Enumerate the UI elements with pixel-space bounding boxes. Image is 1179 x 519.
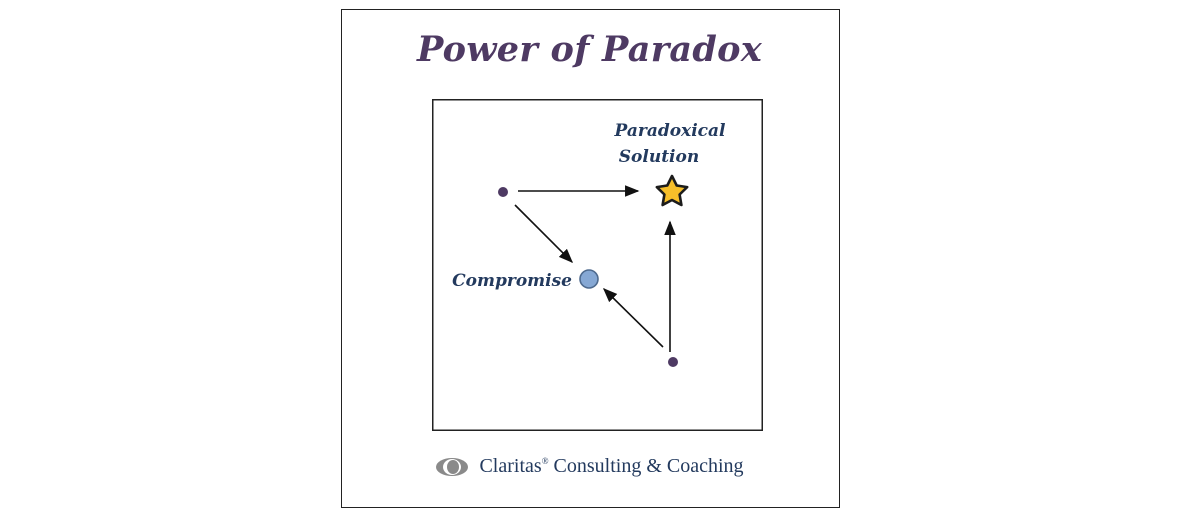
star-icon bbox=[655, 174, 689, 207]
diagram-box bbox=[432, 99, 763, 431]
registered-mark: ® bbox=[541, 456, 549, 466]
point-a-dot bbox=[498, 187, 508, 197]
page-title: Power of Paradox bbox=[417, 29, 762, 70]
footer-rest: Consulting & Coaching bbox=[553, 455, 744, 477]
arrow-a-to-compromise bbox=[514, 204, 574, 264]
footer-brand: Claritas bbox=[479, 455, 542, 477]
point-b-dot bbox=[668, 357, 678, 367]
eye-logo-icon bbox=[435, 456, 469, 478]
label-solution-line1: Paradoxical bbox=[614, 121, 726, 141]
footer: Claritas® Consulting & Coaching bbox=[0, 455, 1179, 478]
label-solution-line2: Solution bbox=[619, 147, 699, 167]
diagram-canvas: Paradoxical Solution Compromise bbox=[432, 99, 763, 431]
compromise-circle-icon bbox=[579, 269, 599, 289]
footer-company: Claritas® Consulting & Coaching bbox=[479, 455, 743, 478]
paradox-diagram: Paradoxical Solution Compromise bbox=[432, 99, 763, 431]
label-compromise: Compromise bbox=[452, 271, 572, 291]
arrow-b-to-compromise bbox=[602, 287, 664, 348]
